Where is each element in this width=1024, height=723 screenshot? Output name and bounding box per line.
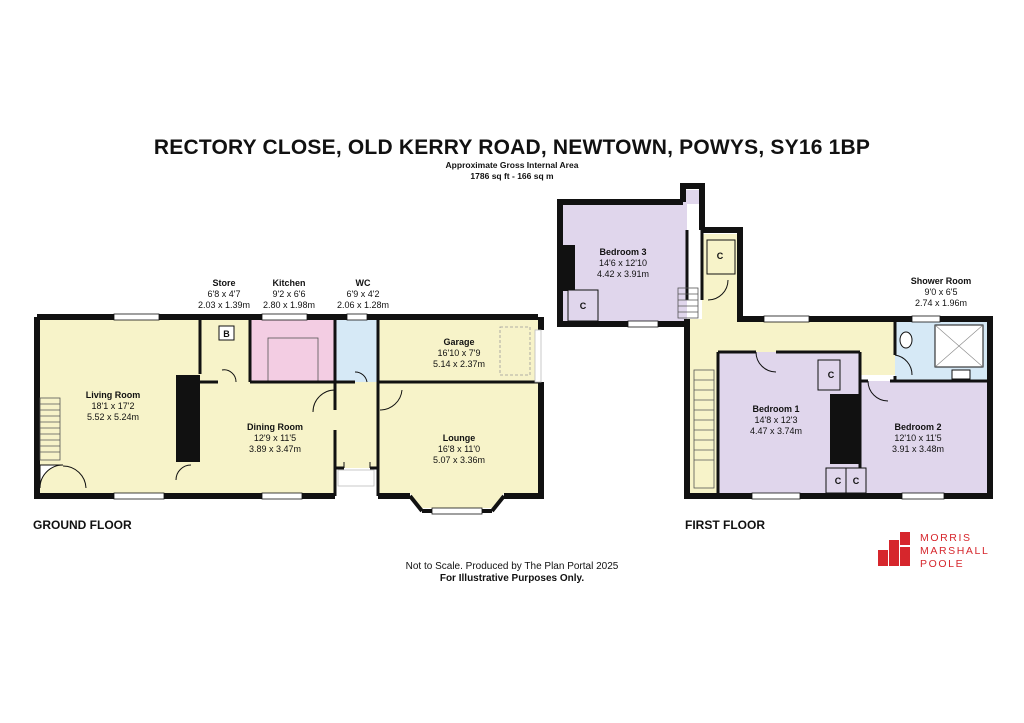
lounge-area <box>378 382 538 493</box>
bedroom-3-name: Bedroom 3 <box>599 247 646 257</box>
hallway-area <box>335 382 378 468</box>
basin-icon <box>951 369 971 380</box>
wc-metric: 2.06 x 1.28m <box>337 300 389 310</box>
garage-imperial: 16'10 x 7'9 <box>438 348 481 358</box>
shower-room-name: Shower Room <box>911 276 972 286</box>
logo-line-3: POOLE <box>920 558 964 570</box>
dining-room-metric: 3.89 x 3.47m <box>249 444 301 454</box>
lounge-imperial: 16'8 x 11'0 <box>438 444 480 454</box>
stairs-area <box>690 375 718 493</box>
kitchen-metric: 2.80 x 1.98m <box>263 300 315 310</box>
bedroom-2-metric: 3.91 x 3.48m <box>892 444 944 454</box>
brand-logo: MORRIS MARSHALL POOLE <box>878 532 989 570</box>
wc-name: WC <box>356 278 371 288</box>
lounge-metric: 5.07 x 3.36m <box>433 455 485 465</box>
toilet-icon <box>899 331 913 349</box>
dining-room-imperial: 12'9 x 11'5 <box>254 433 296 443</box>
wc-area <box>335 320 378 382</box>
store-name: Store <box>212 278 235 288</box>
dining-room-name: Dining Room <box>247 422 303 432</box>
garage-metric: 5.14 x 2.37m <box>433 359 485 369</box>
bedroom-3-imperial: 14'6 x 12'10 <box>599 258 647 268</box>
garage-area <box>378 320 538 382</box>
kitchen-name: Kitchen <box>272 278 305 288</box>
store-metric: 2.03 x 1.39m <box>198 300 250 310</box>
dining-room-area <box>200 382 335 493</box>
living-room-area <box>37 320 200 493</box>
room-labels: Living Room 18'1 x 17'2 5.52 x 5.24m Sto… <box>86 247 972 465</box>
cupboard-marker-bed3: C <box>580 301 587 311</box>
wc-imperial: 6'9 x 4'2 <box>347 289 380 299</box>
kitchen-imperial: 9'2 x 6'6 <box>273 289 306 299</box>
scale-note: Not to Scale. Produced by The Plan Porta… <box>405 561 619 572</box>
ground-floor-label: GROUND FLOOR <box>33 518 132 532</box>
living-room-metric: 5.52 x 5.24m <box>87 412 139 422</box>
bedroom-3-metric: 4.42 x 3.91m <box>597 269 649 279</box>
first-floor-label: FIRST FLOOR <box>685 518 765 532</box>
garage-name: Garage <box>443 337 474 347</box>
area-value: 1786 sq ft - 166 sq m <box>470 171 554 181</box>
illustrative-note: For Illustrative Purposes Only. <box>439 573 585 584</box>
shower-room-metric: 2.74 x 1.96m <box>915 298 967 308</box>
bay-window-area <box>410 493 504 508</box>
living-room-name: Living Room <box>86 390 141 400</box>
bedroom-1-metric: 4.47 x 3.74m <box>750 426 802 436</box>
cupboard-marker-2: C <box>853 476 860 486</box>
store-imperial: 6'8 x 4'7 <box>208 289 241 299</box>
cupboard-marker-landing: C <box>717 251 724 261</box>
bedroom-1-imperial: 14'8 x 12'3 <box>755 415 798 425</box>
logo-line-1: MORRIS <box>920 532 972 544</box>
living-room-imperial: 18'1 x 17'2 <box>92 401 135 411</box>
ground-floor-plan: B <box>34 313 544 515</box>
logo-mark-icon <box>878 532 910 566</box>
logo-line-2: MARSHALL <box>920 545 989 557</box>
cupboard-marker-bed1: C <box>828 370 835 380</box>
shower-room-imperial: 9'0 x 6'5 <box>925 287 958 297</box>
bedroom-1-name: Bedroom 1 <box>752 404 799 414</box>
kitchen-area <box>250 320 335 382</box>
bedroom-2-name: Bedroom 2 <box>894 422 941 432</box>
area-label: Approximate Gross Internal Area <box>445 160 579 170</box>
bedroom-2-imperial: 12'10 x 11'5 <box>894 433 941 443</box>
first-floor-plan: C C C C C <box>557 183 993 500</box>
page-title: RECTORY CLOSE, OLD KERRY ROAD, NEWTOWN, … <box>153 136 871 159</box>
boiler-marker: B <box>223 329 230 339</box>
cupboard-marker-1: C <box>835 476 842 486</box>
lounge-name: Lounge <box>443 433 476 443</box>
